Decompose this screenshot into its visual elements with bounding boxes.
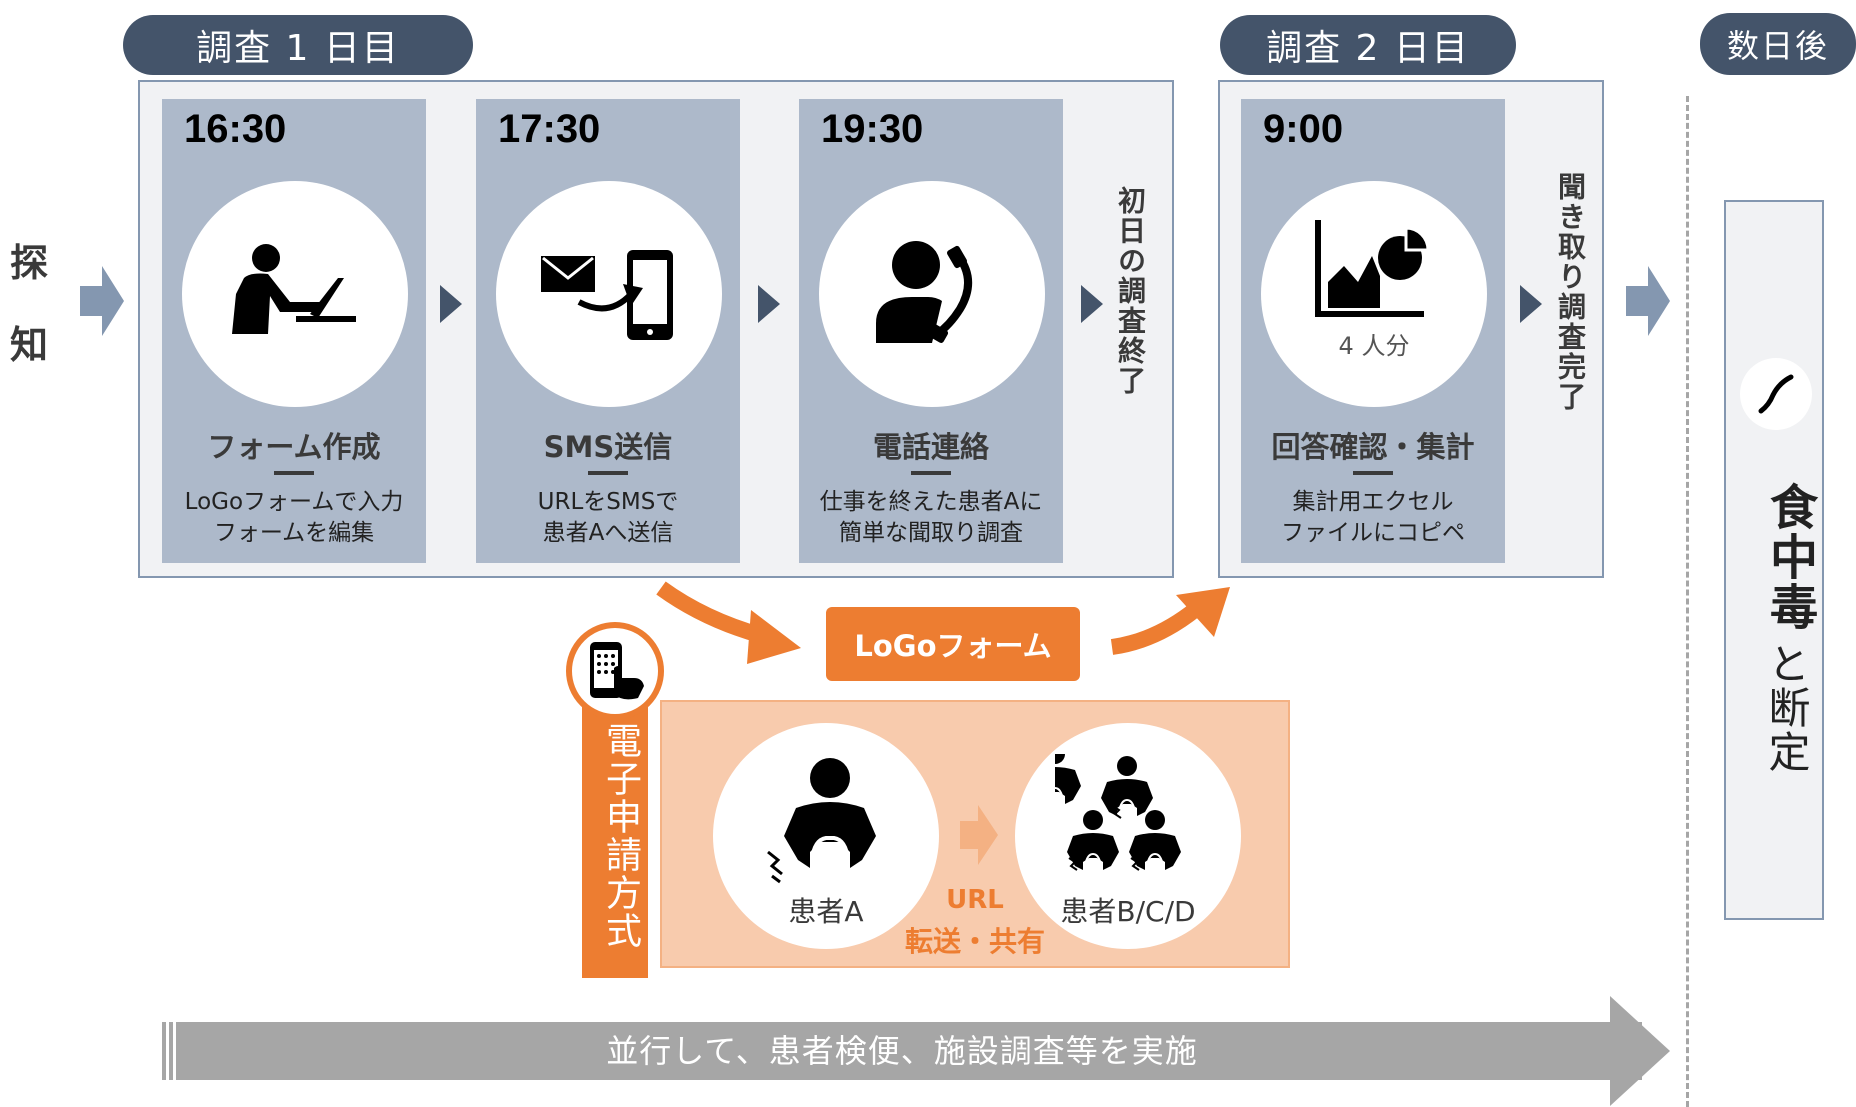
step-arrow-icon: [758, 285, 780, 323]
bacteria-icon: [1740, 358, 1812, 430]
patients-group-icon: [1055, 754, 1182, 871]
divider: [274, 471, 314, 475]
card-desc: 仕事を終えた患者Aに 簡単な聞取り調査: [819, 489, 1043, 546]
detect-label: 探知: [10, 241, 49, 367]
card-time: 17:30: [498, 107, 601, 151]
transfer-arrow-icon: [960, 805, 998, 865]
parallel-arrow-head-icon: [1610, 996, 1670, 1106]
card-sms-send: 17:30 SMS送信 URLをSMSで 患者Aへ送信: [476, 99, 740, 563]
card-title: フォーム作成: [207, 430, 381, 464]
divider: [911, 471, 951, 475]
card-desc: LoGoフォームで入力 フォームを編集: [184, 489, 404, 546]
step-arrow-icon: [1081, 285, 1103, 323]
card-title: 回答確認・集計: [1271, 430, 1475, 464]
sms-send-icon: [541, 250, 673, 340]
arrow-tail-stripe: [173, 1022, 176, 1080]
e-app-bar: [582, 700, 648, 978]
logo-form-badge: LoGoフォーム: [826, 607, 1080, 681]
count-label: 4 人分: [1338, 331, 1410, 360]
patient-stomachache-icon: [767, 758, 876, 884]
phone-call-icon: [876, 241, 973, 343]
patients-bcd-label: 患者B/C/D: [1060, 895, 1196, 928]
day1-end-label: 初日の調査終了: [1114, 186, 1147, 396]
timeline-divider: [1686, 96, 1689, 1107]
verdict-rest: と断定: [1762, 642, 1811, 774]
card-answer-check: 9:00 4 人分 回答確認・集計 集計用エクセル ファイルにコピペ: [1241, 99, 1505, 563]
card-desc: 集計用エクセル ファイルにコピペ: [1281, 489, 1465, 546]
circle: [819, 181, 1045, 407]
card-desc: URLをSMSで 患者Aへ送信: [537, 489, 679, 546]
card-title: 電話連絡: [872, 430, 989, 464]
card-title: SMS送信: [543, 430, 673, 464]
divider: [588, 471, 628, 475]
card-time: 16:30: [184, 107, 287, 151]
flow-arrow-out-icon: [1110, 587, 1230, 655]
verdict-box: 食中毒 と断定: [1724, 200, 1824, 920]
day2-tag: 調査 2 日目: [1220, 15, 1516, 75]
later-tag: 数日後: [1700, 13, 1856, 75]
patient-a-label: 患者A: [788, 895, 864, 928]
person-laptop-icon: [232, 244, 356, 334]
day1-tag: 調査 1 日目: [123, 15, 473, 75]
card-time: 9:00: [1263, 107, 1344, 151]
card-phone-call: 19:30 電話連絡 仕事を終えた患者Aに 簡単な聞取り調査: [799, 99, 1063, 563]
e-app-label: 電子申請方式: [600, 722, 641, 950]
card-form-create: 16:30 フォーム作成 LoGoフォームで入力 フォームを編集: [162, 99, 426, 563]
smartphone-icon: [566, 622, 664, 720]
verdict-main: 食中毒: [1761, 482, 1817, 632]
step-arrow-icon: [1520, 285, 1542, 323]
card-time: 19:30: [821, 107, 924, 151]
circle: [496, 181, 722, 407]
step-arrow-icon: [440, 285, 462, 323]
day2-end-label: 聞き取り調査完了: [1554, 172, 1587, 412]
circle: 4 人分: [1261, 181, 1487, 407]
parallel-arrow: [162, 1022, 1642, 1080]
url-label: URL: [946, 885, 1004, 915]
detect-arrow-icon: [80, 266, 124, 336]
circle: [182, 181, 408, 407]
arrow-tail-stripe: [166, 1022, 169, 1080]
flow-arrow-in-icon: [656, 581, 801, 664]
verdict-arrow-icon: [1626, 266, 1670, 336]
parallel-label: 並行して、患者検便、施設調査等を実施: [606, 1032, 1198, 1070]
share-label: 転送・共有: [904, 925, 1045, 958]
chart-icon: [1315, 219, 1430, 317]
divider: [1353, 471, 1393, 475]
